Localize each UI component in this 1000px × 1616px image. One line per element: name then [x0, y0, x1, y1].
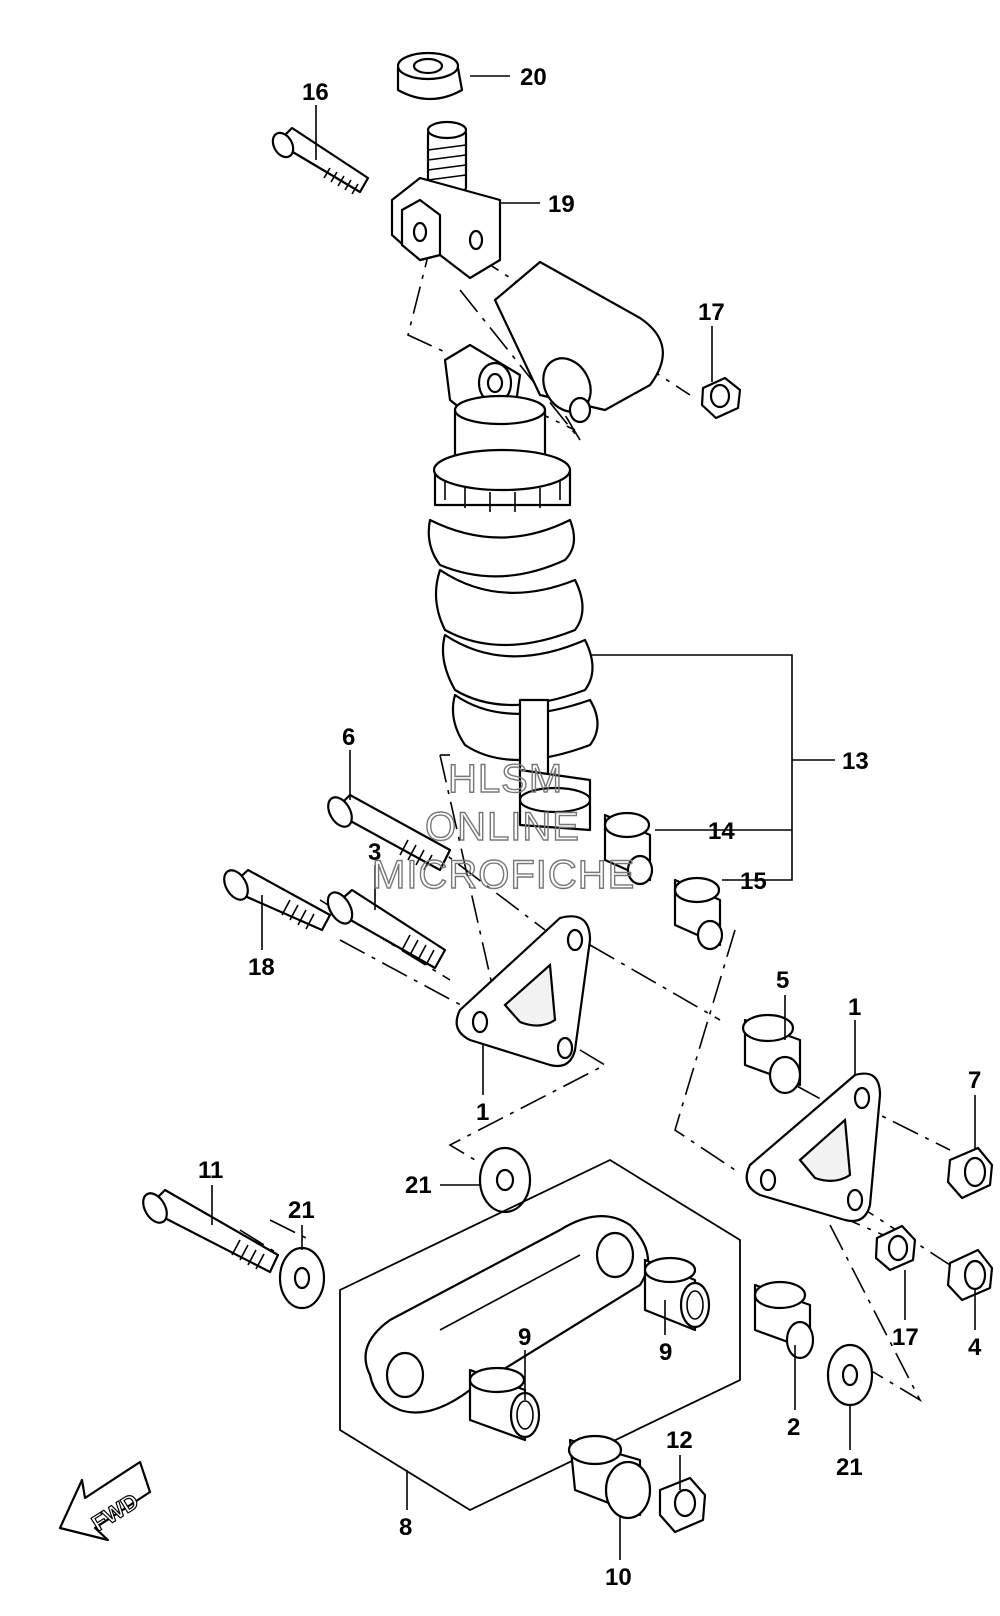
- part-15-collar: [673, 876, 724, 951]
- callout-16: 16: [302, 79, 329, 106]
- watermark-line-1: HLSM: [448, 757, 563, 801]
- part-19-clevis: [390, 120, 502, 280]
- leader-lines: [211, 75, 976, 1560]
- part-10-collar: [567, 1434, 652, 1520]
- callout-19: 19: [548, 191, 575, 218]
- part-5-collar: [741, 1013, 802, 1095]
- watermark: HLSM ONLINE MICROFICHE: [371, 756, 635, 897]
- callout-7: 7: [968, 1067, 981, 1094]
- callout-1-left: 1: [476, 1099, 489, 1126]
- part-21-washer-c: [826, 1343, 874, 1407]
- part-21-washer-a: [478, 1146, 532, 1214]
- callout-9-right: 9: [659, 1339, 672, 1366]
- callout-13: 13: [842, 748, 869, 775]
- callout-15: 15: [740, 868, 767, 895]
- part-12-nut: [658, 1476, 707, 1534]
- part-9-bearing-right: [643, 1256, 711, 1332]
- part-13-shock-absorber: [427, 260, 664, 832]
- part-18-bolt: [223, 868, 332, 932]
- callout-4: 4: [968, 1334, 982, 1361]
- part-6-bolt: [327, 793, 452, 872]
- callout-12: 12: [666, 1427, 693, 1454]
- watermark-line-2: ONLINE: [425, 805, 580, 849]
- part-17-nut-upper: [700, 376, 742, 420]
- fwd-arrow-icon: [58, 1460, 152, 1542]
- callout-1-right: 1: [848, 994, 861, 1021]
- part-20-nut: [396, 51, 464, 100]
- callout-17-lower: 17: [892, 1324, 919, 1351]
- callout-14: 14: [708, 818, 735, 845]
- callout-6: 6: [342, 724, 355, 751]
- part-21-washer-b: [278, 1246, 326, 1310]
- part-17-nut-lower: [874, 1224, 917, 1272]
- part-2-collar: [753, 1280, 815, 1360]
- part-1-plate-left: [455, 915, 592, 1068]
- watermark-line-3: MICROFICHE: [372, 853, 635, 897]
- callout-labels: 20 16 19 17 13 14 15 6 3 18 1 5 1 7 4 17…: [198, 64, 982, 1591]
- part-11-bolt: [142, 1188, 280, 1274]
- callout-11: 11: [198, 1157, 223, 1184]
- part-8-link-assembly: [339, 1158, 741, 1512]
- part-4-nut: [946, 1248, 994, 1302]
- callout-2: 2: [787, 1414, 800, 1441]
- callout-5: 5: [776, 967, 789, 994]
- callout-21-a: 21: [405, 1172, 432, 1199]
- callout-17-upper: 17: [698, 299, 725, 326]
- callout-3: 3: [368, 839, 381, 866]
- part-16-bolt: [271, 126, 370, 195]
- part-1-plate-right: [745, 1072, 882, 1223]
- part-9-bearing-left: [468, 1366, 541, 1442]
- part-14-bearing: [603, 811, 654, 886]
- callout-9-left: 9: [518, 1324, 531, 1351]
- callout-18: 18: [248, 954, 275, 981]
- callout-21-b: 21: [288, 1197, 315, 1224]
- fwd-direction-arrow: FWD: [58, 1460, 152, 1542]
- part-3-bolt: [326, 888, 447, 970]
- callout-20: 20: [520, 64, 547, 91]
- callout-21-c: 21: [836, 1454, 863, 1481]
- callout-10: 10: [605, 1564, 632, 1591]
- callout-8: 8: [399, 1514, 412, 1541]
- part-7-nut: [946, 1146, 994, 1200]
